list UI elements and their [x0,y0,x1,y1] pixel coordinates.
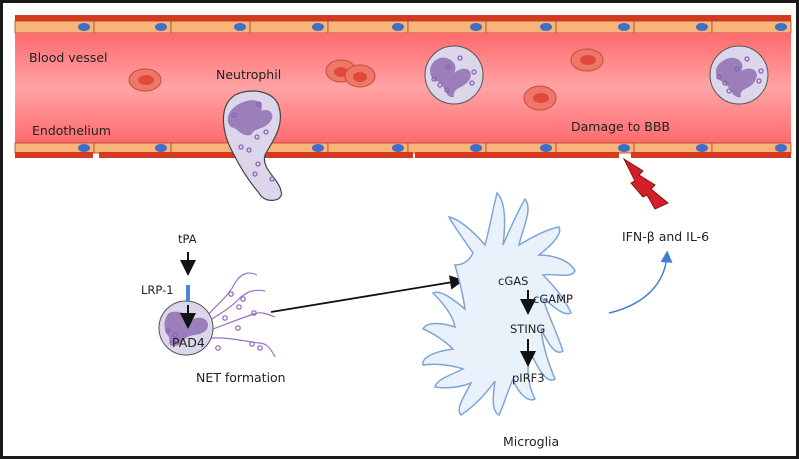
pathway-sting: STING [510,322,545,336]
damage-bolt-icon [622,157,669,210]
endothelial-nucleus [696,23,708,31]
endothelium-bottom [14,142,792,154]
endothelial-nucleus [155,23,167,31]
tpa-label: tPA [178,232,197,246]
lrp1-receptor [186,285,190,302]
damage-bbb-label: Damage to BBB [571,119,670,134]
endothelial-nucleus [618,144,630,152]
vessel-lumen [15,33,791,143]
cytokine-release-arrow [608,250,673,314]
pathway-cgamp: cGAMP [533,292,573,306]
endothelial-nucleus [775,144,787,152]
red-blood-cell [570,48,604,72]
endothelial-nucleus [470,144,482,152]
endothelial-nucleus [312,23,324,31]
red-blood-cell [344,64,376,88]
pathway-cgas: cGAS [498,274,528,288]
endothelial-nucleus [618,23,630,31]
cytokines-label: IFN-β and IL-6 [622,229,709,244]
endothelial-nucleus [78,23,90,31]
endothelial-nucleus [155,144,167,152]
net-formation-label: NET formation [196,370,286,385]
endothelial-nucleus [312,144,324,152]
lrp1-label: LRP-1 [141,283,174,297]
endothelial-nucleus [392,144,404,152]
endothelial-nucleus [540,144,552,152]
endothelial-nucleus [696,144,708,152]
red-blood-cell [128,68,162,92]
pad4-label: PAD4 [172,335,205,350]
endothelial-nucleus [392,23,404,31]
endothelial-nucleus [775,23,787,31]
microglia-label: Microglia [503,434,559,449]
endothelial-nucleus [540,23,552,31]
diagram-svg: Blood vessel Neutrophil Endothelium Dama… [14,15,792,449]
neutrophil-transmigrating [222,90,283,201]
red-blood-cells [128,48,604,111]
endothelial-nucleus [470,23,482,31]
pathway-pirf3: pIRF3 [512,371,545,385]
net-to-microglia-arrow [270,275,465,313]
neutrophil-label: Neutrophil [216,67,281,82]
red-blood-cell [523,85,557,111]
endothelial-nucleus [78,144,90,152]
vessel-wall-top [15,15,791,21]
blood-vessel-label: Blood vessel [29,50,108,65]
endothelium-label: Endothelium [32,123,111,138]
net-strands [207,272,276,358]
neutrophil-circulating [709,45,769,105]
endothelial-nucleus [234,23,246,31]
neutrophil-circulating [424,45,484,105]
endothelium-top [14,20,792,34]
